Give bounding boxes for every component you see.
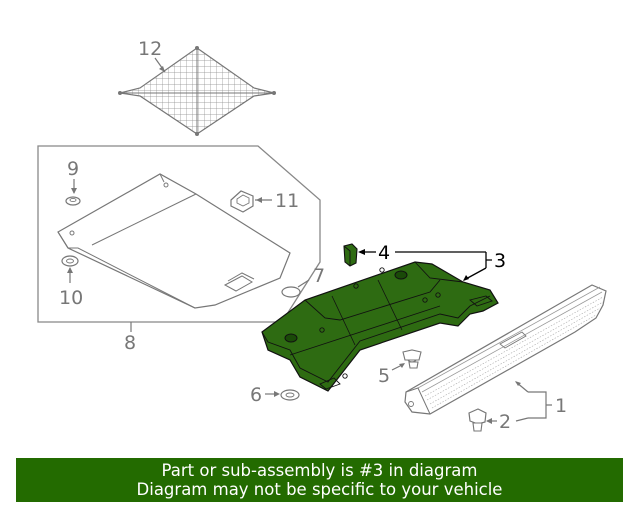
callout-2: 2 — [468, 408, 529, 433]
callout-7: 7 — [281, 265, 325, 298]
callout-11: 11 — [230, 190, 299, 213]
parts-diagram: 12 8 9 10 11 — [37, 38, 607, 433]
callout-6: 6 — [250, 384, 300, 406]
svg-text:8: 8 — [124, 332, 136, 354]
svg-text:7: 7 — [313, 265, 325, 287]
banner-line-part: Part or sub-assembly is #3 in diagram — [161, 461, 478, 480]
svg-text:5: 5 — [378, 365, 390, 387]
callout-3: 3 — [463, 250, 506, 281]
cargo-floor-panel-group — [37, 145, 321, 323]
callout-12: 12 — [138, 38, 166, 73]
callout-9: 9 — [65, 158, 81, 206]
svg-text:2: 2 — [499, 411, 511, 433]
cargo-net-part — [118, 46, 276, 136]
svg-text:3: 3 — [494, 250, 506, 272]
svg-text:11: 11 — [275, 190, 299, 212]
callout-5: 5 — [378, 349, 422, 387]
svg-text:1: 1 — [555, 395, 567, 417]
svg-text:9: 9 — [67, 158, 79, 180]
highlighted-part-3 — [261, 261, 499, 392]
sill-trim-part-1 — [404, 284, 607, 415]
banner-line-disclaimer: Diagram may not be specific to your vehi… — [136, 480, 503, 499]
callout-4: 4 — [358, 242, 486, 264]
callout-10: 10 — [59, 255, 83, 309]
svg-text:10: 10 — [59, 287, 83, 309]
svg-text:4: 4 — [378, 242, 390, 264]
svg-text:6: 6 — [250, 384, 262, 406]
highlighted-part-4-clip — [343, 243, 358, 267]
callout-1: 1 — [515, 381, 567, 419]
highlight-info-banner: Part or sub-assembly is #3 in diagram Di… — [16, 458, 623, 502]
callout-8: 8 — [124, 322, 136, 354]
svg-text:12: 12 — [138, 38, 162, 60]
